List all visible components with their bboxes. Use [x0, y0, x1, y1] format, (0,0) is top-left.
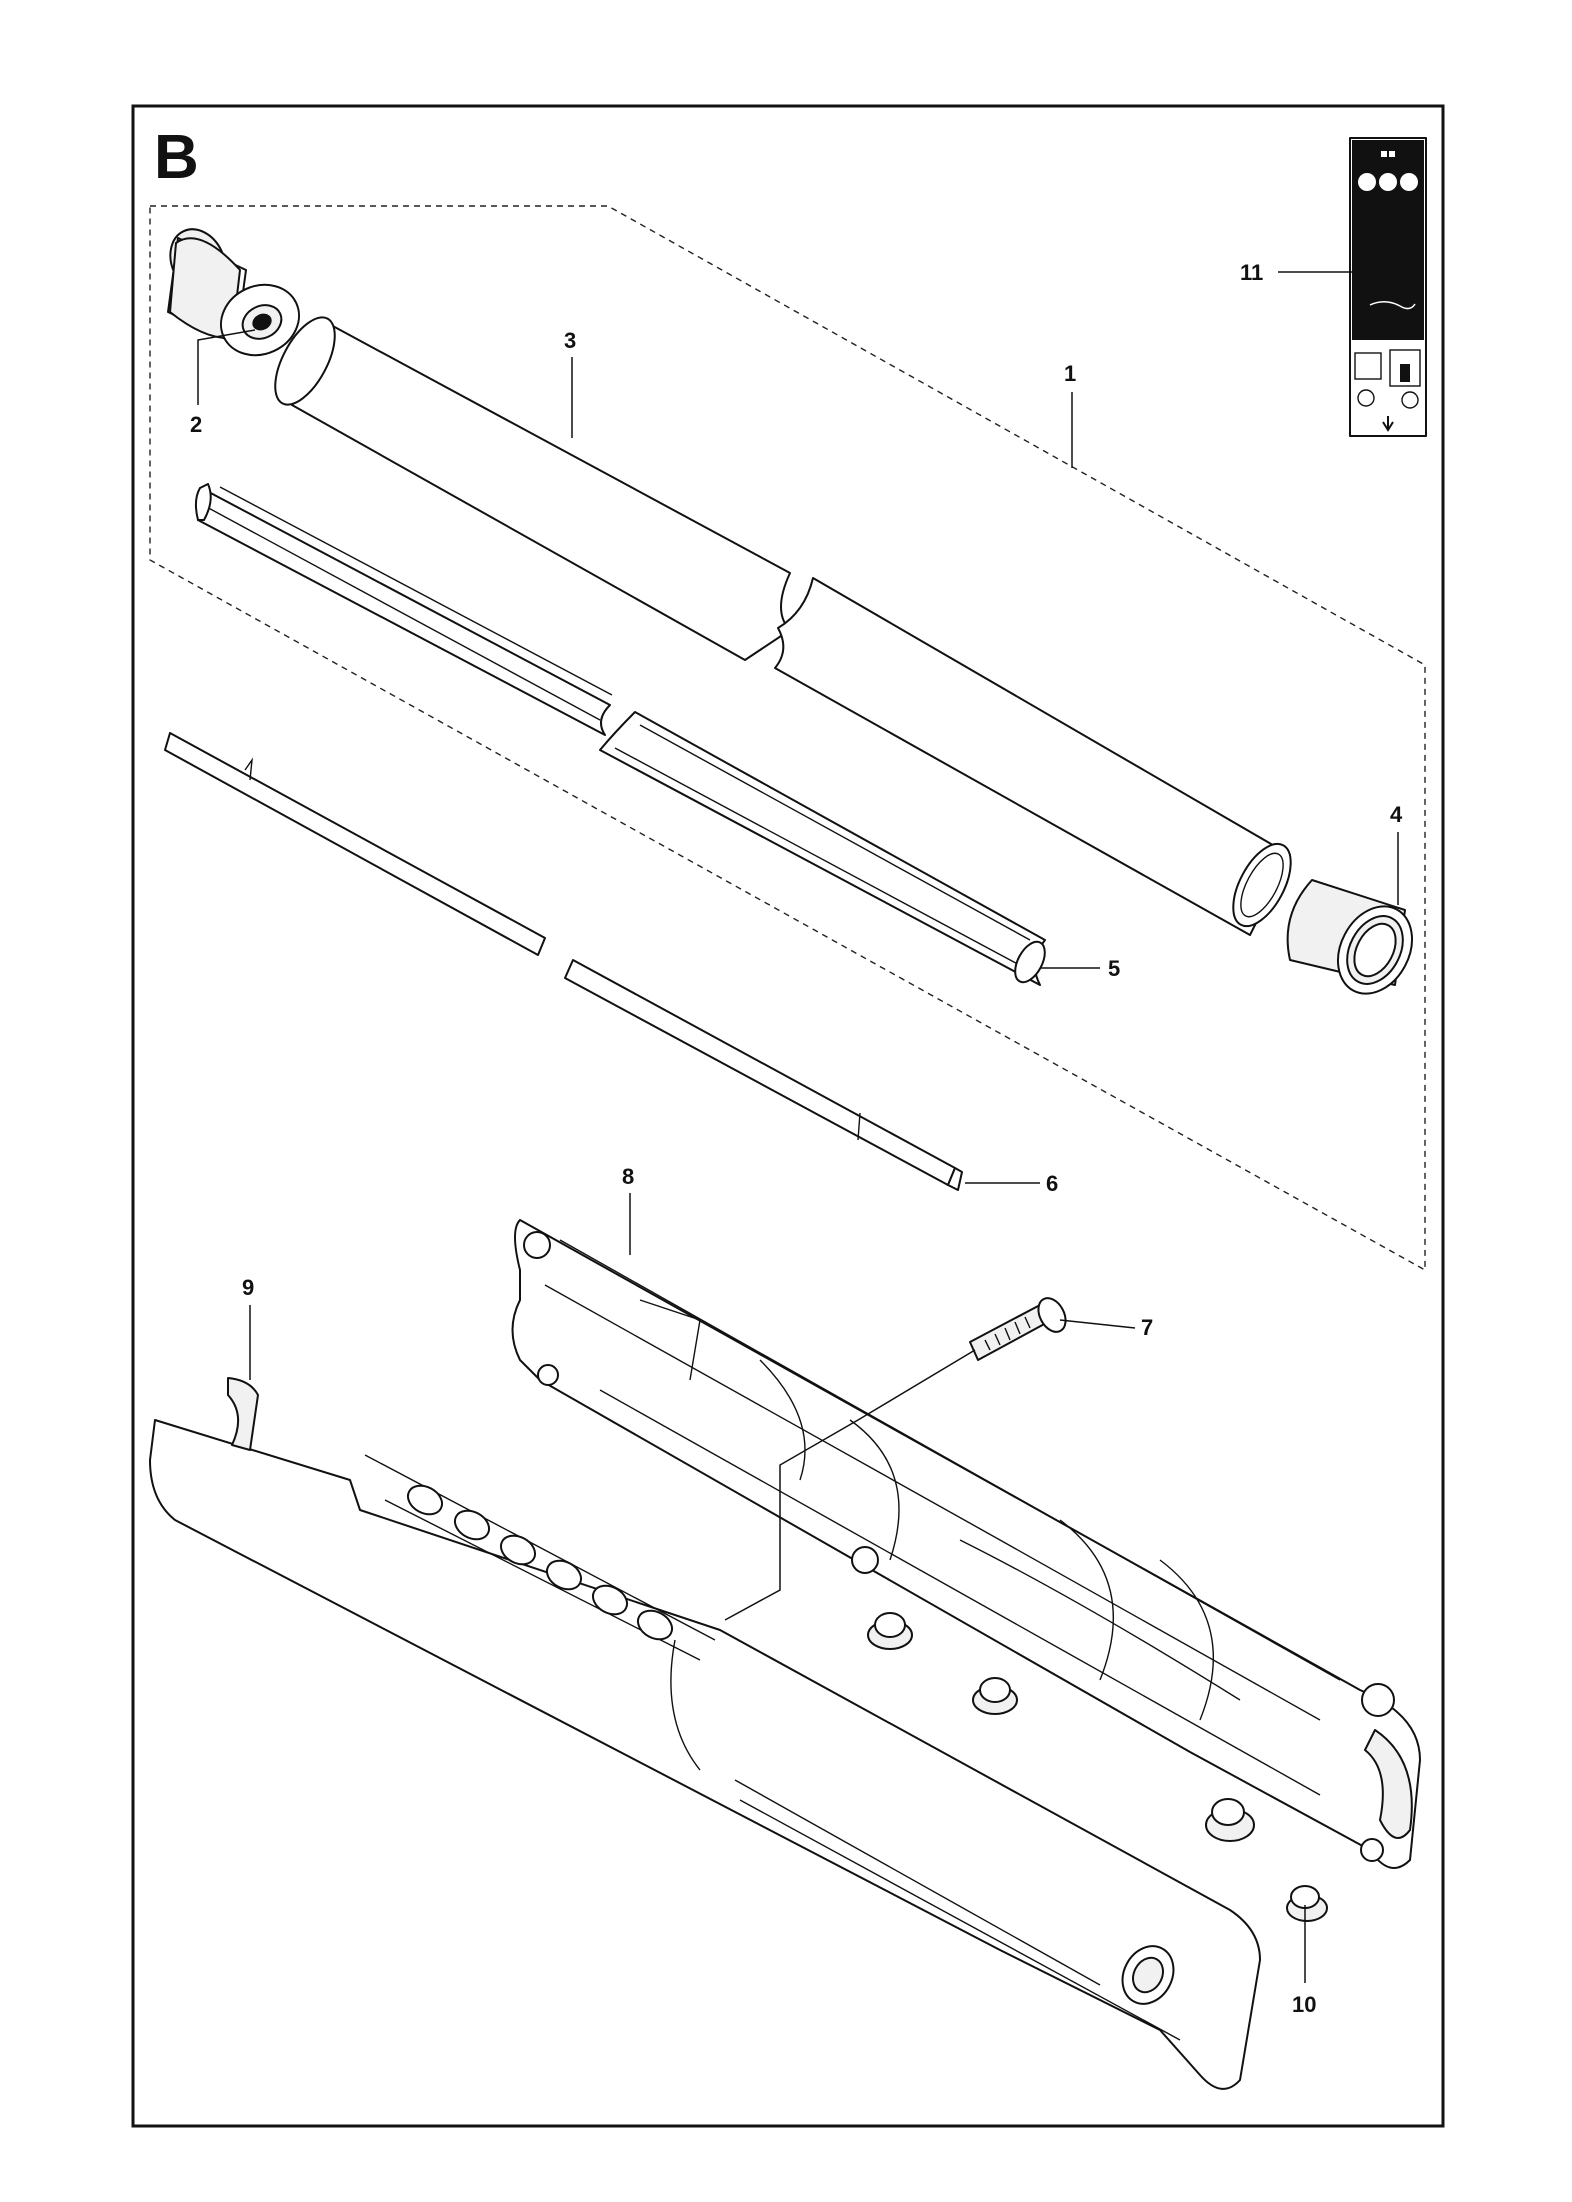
assembly-boundary	[149, 205, 1426, 1272]
bushing	[1205, 1798, 1255, 1842]
leader-7-screw-axis	[724, 1349, 976, 1621]
part-5-channel-upper	[194, 483, 613, 736]
callout-10: 10	[1292, 1992, 1316, 2017]
part-2-end-plug	[167, 228, 300, 357]
callout-8: 8	[622, 1164, 634, 1189]
part-10-bushings	[867, 1612, 1328, 1922]
bushing	[867, 1612, 913, 1650]
section-letter: B	[154, 123, 199, 192]
part-6-drive-shaft	[164, 732, 963, 1191]
part-4-end-cap	[1286, 879, 1413, 995]
callout-9: 9	[242, 1275, 254, 1300]
callout-2: 2	[190, 412, 202, 437]
callout-1: 1	[1064, 361, 1076, 386]
leader-lines	[197, 271, 1399, 1983]
part-9-outer-housing	[149, 1377, 1261, 2090]
part-3-tube-upper	[274, 316, 791, 661]
page-frame	[131, 104, 1445, 2128]
bushing	[1286, 1885, 1328, 1922]
callout-5: 5	[1108, 956, 1120, 981]
part-11-decal	[1349, 137, 1427, 437]
leader-2	[197, 329, 256, 405]
callout-4: 4	[1390, 802, 1403, 827]
part-7-screw	[969, 1297, 1067, 1361]
part-8-inner-housing	[511, 1219, 1421, 1869]
callout-3: 3	[564, 328, 576, 353]
callout-11: 11	[1240, 260, 1263, 285]
leader-7	[1059, 1319, 1136, 1329]
part-5-channel-lower	[599, 711, 1046, 986]
bushing	[972, 1677, 1018, 1715]
part-3-tube-lower	[774, 577, 1292, 936]
callout-7: 7	[1141, 1315, 1153, 1340]
callout-labels: 1 2 3 4 5 6 7 8 9 10 11	[190, 260, 1403, 2017]
callout-6: 6	[1046, 1171, 1058, 1196]
